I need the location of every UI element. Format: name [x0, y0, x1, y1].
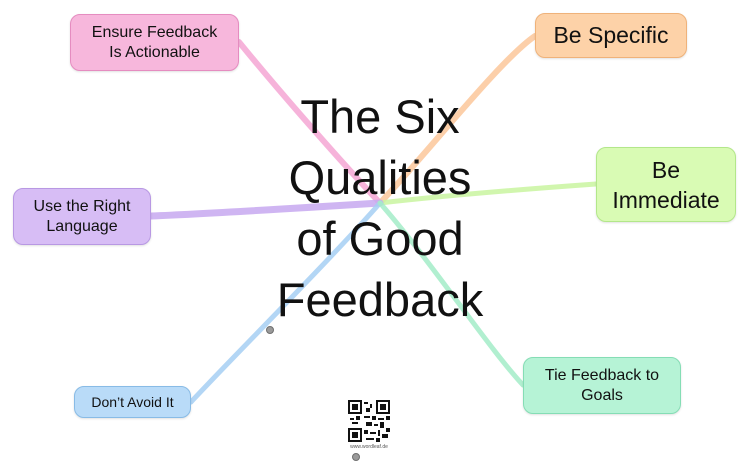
central-topic-title: The Six Qualities of Good Feedback [225, 86, 535, 330]
qr-caption: www.wordleaf.de [350, 444, 388, 450]
node-label: Use the Right [33, 197, 131, 215]
node-label: Don’t Avoid It [91, 394, 174, 410]
branch-avoid [188, 200, 383, 405]
node-label: Goals [581, 386, 623, 404]
node-tie-feedback-to-goals[interactable]: Tie Feedback to Goals [523, 357, 681, 414]
node-dont-avoid-it[interactable]: Don’t Avoid It [74, 386, 191, 418]
node-label: Is Actionable [109, 43, 200, 61]
title-line: The Six [300, 90, 460, 143]
attachment-dot-icon[interactable] [266, 326, 274, 334]
branch-language [147, 199, 384, 220]
branch-immediate [377, 181, 599, 206]
title-line: of Good [296, 212, 464, 265]
node-label: Tie Feedback to [544, 366, 660, 384]
qr-code-icon [348, 400, 390, 442]
node-label: Immediate [612, 186, 720, 213]
node-use-right-language[interactable]: Use the Right Language [13, 188, 151, 245]
node-label: Ensure Feedback [91, 23, 218, 41]
attachment-dot-icon[interactable] [352, 453, 360, 461]
branch-specific [377, 33, 538, 206]
node-label: Be [651, 156, 681, 183]
node-ensure-feedback-actionable[interactable]: Ensure Feedback Is Actionable [70, 14, 239, 71]
node-be-specific[interactable]: Be Specific [535, 13, 687, 58]
title-line: Feedback [276, 273, 484, 326]
branch-actionable [236, 39, 383, 206]
node-be-immediate[interactable]: Be Immediate [596, 147, 736, 222]
node-label: Language [46, 217, 118, 235]
title-line: Qualities [288, 151, 472, 204]
branch-goals [377, 200, 526, 388]
node-label: Be Specific [553, 22, 669, 48]
